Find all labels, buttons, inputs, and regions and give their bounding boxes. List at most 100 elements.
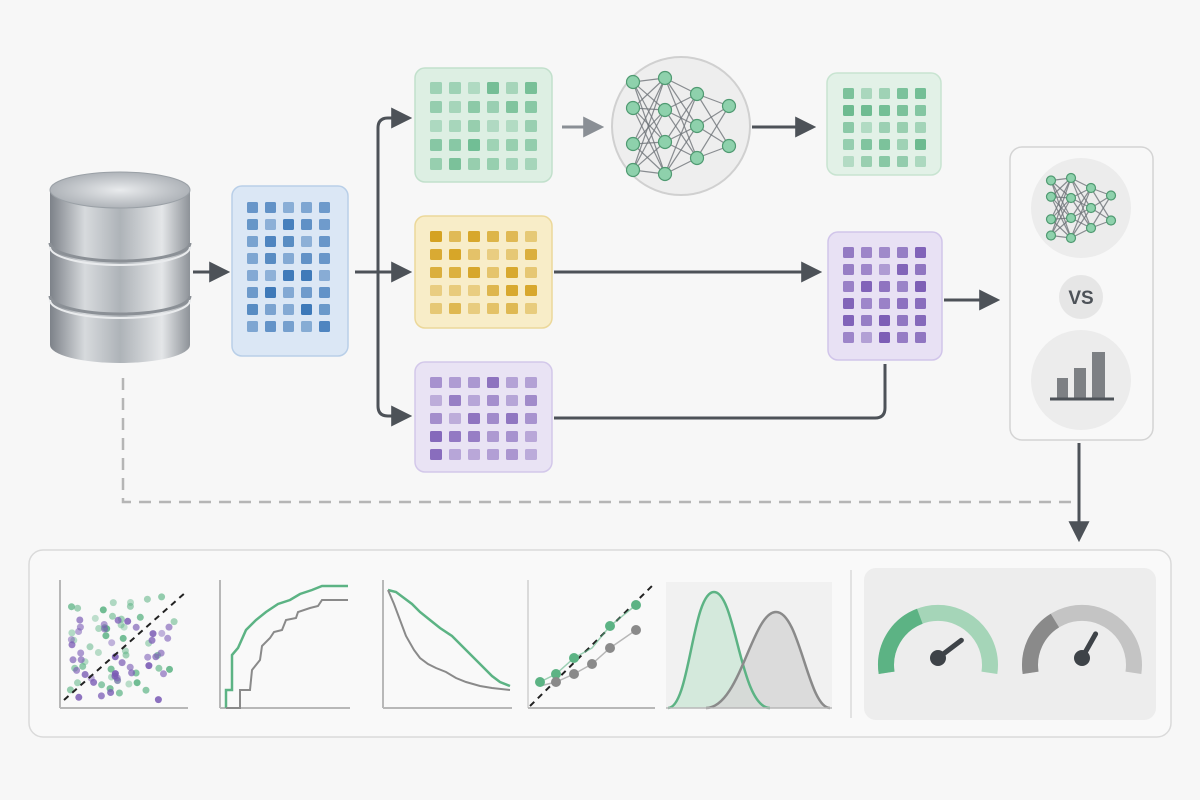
matrix-cell [843, 122, 854, 133]
matrix-cell [843, 298, 854, 309]
matrix-cell [487, 377, 499, 388]
matrix-cell [843, 281, 854, 292]
matrix-cell [506, 267, 518, 278]
matrix-cell [449, 82, 461, 94]
matrix-cell [283, 202, 294, 213]
matrix-cell [430, 82, 442, 94]
network-node [657, 134, 673, 150]
network-node [1065, 232, 1077, 244]
matrix-cell [449, 249, 461, 260]
feature-matrix-cells [247, 202, 330, 332]
database-icon [48, 171, 192, 363]
gauges [878, 604, 1142, 674]
matrix-cell [449, 431, 461, 442]
matrix-cell [879, 139, 890, 150]
decay-curve-plot [382, 580, 512, 709]
matrix-cell [301, 321, 312, 332]
matrix-cell [861, 105, 872, 116]
matrix-cell [525, 120, 537, 132]
matrix-cell [265, 270, 276, 281]
matrix-cell [915, 315, 926, 326]
matrix-cell [487, 303, 499, 314]
matrix-cell [506, 231, 518, 242]
matrix-cell [506, 449, 518, 460]
gray-distribution [705, 610, 831, 710]
merged-results-cells [843, 247, 926, 343]
matrix-cell [861, 315, 872, 326]
matrix-cell [487, 431, 499, 442]
matrix-cell [506, 249, 518, 260]
network-node [1045, 191, 1057, 202]
matrix-cell [468, 249, 480, 260]
matrix-cell [283, 304, 294, 315]
network-node [657, 102, 673, 118]
green-decay-curve [387, 588, 511, 688]
network-node [1065, 192, 1077, 204]
matrix-cell [506, 285, 518, 296]
matrix-cell [915, 105, 926, 116]
matrix-cell [915, 332, 926, 343]
matrix-cell [861, 298, 872, 309]
matrix-cell [506, 303, 518, 314]
matrix-cell [301, 202, 312, 213]
matrix-cell [283, 321, 294, 332]
matrix-cell [525, 431, 537, 442]
matrix-cell [430, 101, 442, 113]
matrix-cell [861, 281, 872, 292]
matrix-cell [430, 285, 442, 296]
matrix-cell [449, 231, 461, 242]
matrix-cell [468, 82, 480, 94]
matrix-cell [879, 315, 890, 326]
matrix-cell [468, 139, 480, 151]
matrix-cell [319, 287, 330, 298]
matrix-cell [843, 139, 854, 150]
matrix-cell [843, 332, 854, 343]
matrix-cell [506, 139, 518, 151]
matrix-cell [843, 88, 854, 99]
matrix-cell [487, 120, 499, 132]
matrix-cell [487, 139, 499, 151]
matrix-cell [247, 202, 258, 213]
matrix-cell [319, 270, 330, 281]
matrix-cell [897, 139, 908, 150]
matrix-cell [301, 253, 312, 264]
matrix-cell [843, 264, 854, 275]
matrix-cell [319, 219, 330, 230]
matrix-cell [449, 285, 461, 296]
network-node [689, 86, 705, 102]
matrix-cell [301, 287, 312, 298]
matrix-cell [879, 88, 890, 99]
dashed-connector [121, 378, 1078, 504]
matrix-cell [319, 304, 330, 315]
matrix-cell [449, 158, 461, 170]
gray-step-curve [226, 599, 348, 709]
matrix-cell [506, 158, 518, 170]
matrix-cell [525, 231, 537, 242]
matrix-cell [879, 264, 890, 275]
matrix-cell [525, 82, 537, 94]
matrix-cell [468, 101, 480, 113]
network-node [1085, 222, 1097, 234]
matrix-cell [487, 413, 499, 424]
matrix-cell [897, 281, 908, 292]
matrix-cell [879, 281, 890, 292]
matrix-cell [487, 82, 499, 94]
network-node [1105, 190, 1117, 201]
matrix-cell [861, 88, 872, 99]
matrix-cell [506, 377, 518, 388]
matrix-cell [449, 303, 461, 314]
matrix-cell [506, 431, 518, 442]
train-split [414, 67, 553, 183]
matrix-cell [915, 88, 926, 99]
matrix-cell [915, 139, 926, 150]
matrix-cell [843, 105, 854, 116]
identity-line [63, 591, 187, 701]
matrix-cell [525, 377, 537, 388]
merged-results [827, 231, 943, 361]
matrix-cell [449, 267, 461, 278]
network-node [1065, 212, 1077, 224]
matrix-cell [879, 105, 890, 116]
train-split-cells [430, 82, 537, 170]
matrix-cell [525, 139, 537, 151]
matrix-cell [525, 158, 537, 170]
